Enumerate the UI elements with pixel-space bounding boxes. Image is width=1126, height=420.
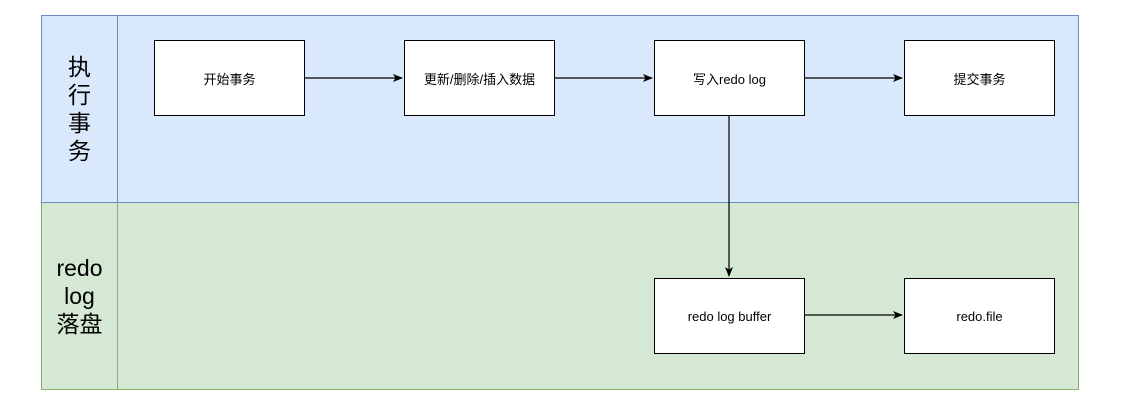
node-commit-transaction: 提交事务 [904, 40, 1055, 116]
node-write-redo-log: 写入redo log [654, 40, 805, 116]
lane-title-redo-log-flush: redo log 落盘 [56, 255, 103, 337]
lane-title-execute-transaction: 执 行 事 务 [68, 54, 91, 164]
node-write-redo-log-label: 写入redo log [693, 71, 766, 87]
node-start-transaction-label: 开始事务 [203, 71, 256, 87]
lane-header-redo-log-flush: redo log 落盘 [42, 203, 118, 389]
node-update-data: 更新/删除/插入数据 [404, 40, 555, 116]
node-redo-log-buffer-label: redo log buffer [687, 308, 772, 324]
node-redo-log-buffer: redo log buffer [654, 278, 805, 354]
node-commit-transaction-label: 提交事务 [953, 71, 1006, 87]
node-redo-file-label: redo.file [956, 308, 1003, 324]
node-redo-file: redo.file [904, 278, 1055, 354]
lane-header-execute-transaction: 执 行 事 务 [42, 16, 118, 202]
node-start-transaction: 开始事务 [154, 40, 305, 116]
node-update-data-label: 更新/删除/插入数据 [423, 71, 536, 87]
